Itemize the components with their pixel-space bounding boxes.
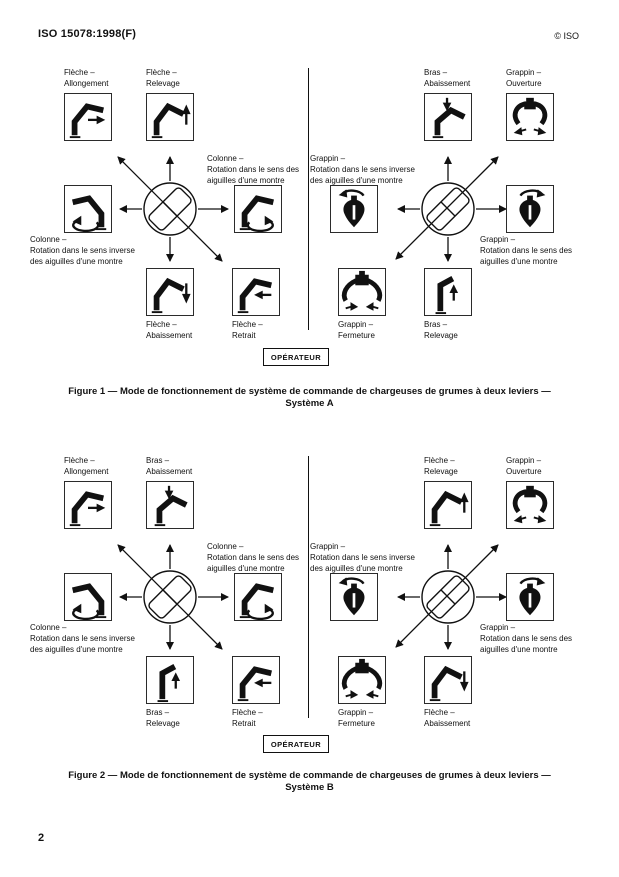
figure1-divider-line [308, 68, 309, 330]
figure1-caption: Figure 1 — Mode de fonctionnement de sys… [68, 386, 551, 409]
grapple-open-icon [506, 481, 554, 529]
control-direction-arrows [117, 156, 229, 262]
control-item-label: Flèche – Retrait [232, 320, 263, 340]
boom-extend-icon [64, 93, 112, 141]
figure2-right-lever-diagram: Flèche – Relevage Grappin – Ouverture Gr… [308, 454, 584, 754]
control-item-label: Bras – Relevage [424, 320, 458, 340]
document-reference: ISO 15078:1998(F) [38, 28, 137, 40]
control-item-label: Flèche – Abaissement [146, 320, 193, 340]
control-item-label: Flèche – Relevage [424, 456, 458, 476]
figure1-right-lever-diagram: Bras – Abaissement Grappin – Ouverture G… [308, 66, 584, 366]
boom-lower-icon [424, 656, 472, 704]
control-item-label: Bras – Relevage [146, 708, 180, 728]
figure2-divider-line [308, 456, 309, 718]
grapple-rotate-ccw-icon [330, 573, 378, 621]
column-rotate-cw-icon [234, 573, 282, 621]
arrow-diagonal [117, 544, 223, 650]
arrow-diagonal [117, 156, 223, 262]
control-direction-arrows [117, 544, 229, 650]
column-counterclockwise-label: Colonne – Rotation dans le sens inverse … [30, 235, 135, 266]
copyright-notice: © ISO [554, 31, 579, 41]
operator-box: OPÉRATEUR [263, 735, 329, 753]
arm-raise-icon [424, 268, 472, 316]
control-item-label: Flèche – Allongement [64, 68, 109, 88]
arm-lower-icon [146, 481, 194, 529]
control-item-label: Flèche – Allongement [64, 456, 109, 476]
figure2-left-lever-diagram: Flèche – Allongement Bras – Abaissement … [30, 454, 312, 754]
boom-extend-icon [64, 481, 112, 529]
boom-retract-icon [232, 268, 280, 316]
boom-raise-icon [146, 93, 194, 141]
control-item-label: Grappin – Fermeture [338, 320, 375, 340]
arrow-diagonal [395, 544, 499, 648]
page-number: 2 [38, 832, 45, 844]
grapple-clockwise-label: Grappin – Rotation dans le sens des aigu… [480, 623, 573, 654]
arm-lower-icon [424, 93, 472, 141]
boom-raise-icon [424, 481, 472, 529]
control-item-label: Bras – Abaissement [146, 456, 193, 476]
arm-raise-icon [146, 656, 194, 704]
control-item-label: Grappin – Fermeture [338, 708, 375, 728]
column-clockwise-label: Colonne – Rotation dans le sens des aigu… [207, 154, 300, 185]
figure1-left-lever-diagram: Flèche – Allongement Flèche – Relevage C… [30, 66, 312, 366]
grapple-clockwise-label: Grappin – Rotation dans le sens des aigu… [480, 235, 573, 266]
column-counterclockwise-label: Colonne – Rotation dans le sens inverse … [30, 623, 135, 654]
grapple-close-icon [338, 268, 386, 316]
arrow-diagonal [395, 156, 499, 260]
grapple-rotate-cw-icon [506, 573, 554, 621]
column-clockwise-label: Colonne – Rotation dans le sens des aigu… [207, 542, 300, 573]
grapple-rotate-ccw-icon [330, 185, 378, 233]
grapple-open-icon [506, 93, 554, 141]
operator-box: OPÉRATEUR [263, 348, 329, 366]
control-item-label: Grappin – Ouverture [506, 68, 542, 88]
boom-lower-icon [146, 268, 194, 316]
control-direction-arrows [395, 544, 507, 650]
control-item-label: Flèche – Relevage [146, 68, 180, 88]
grapple-rotate-cw-icon [506, 185, 554, 233]
column-rotate-ccw-icon [64, 573, 112, 621]
grapple-close-icon [338, 656, 386, 704]
column-rotate-cw-icon [234, 185, 282, 233]
control-item-label: Bras – Abaissement [424, 68, 471, 88]
control-item-label: Grappin – Ouverture [506, 456, 542, 476]
boom-retract-icon [232, 656, 280, 704]
column-rotate-ccw-icon [64, 185, 112, 233]
control-item-label: Flèche – Retrait [232, 708, 263, 728]
grapple-counterclockwise-label: Grappin – Rotation dans le sens inverse … [310, 542, 415, 573]
grapple-counterclockwise-label: Grappin – Rotation dans le sens inverse … [310, 154, 415, 185]
control-direction-arrows [395, 156, 507, 262]
control-item-label: Flèche – Abaissement [424, 708, 471, 728]
figure2-caption: Figure 2 — Mode de fonctionnement de sys… [68, 770, 551, 793]
